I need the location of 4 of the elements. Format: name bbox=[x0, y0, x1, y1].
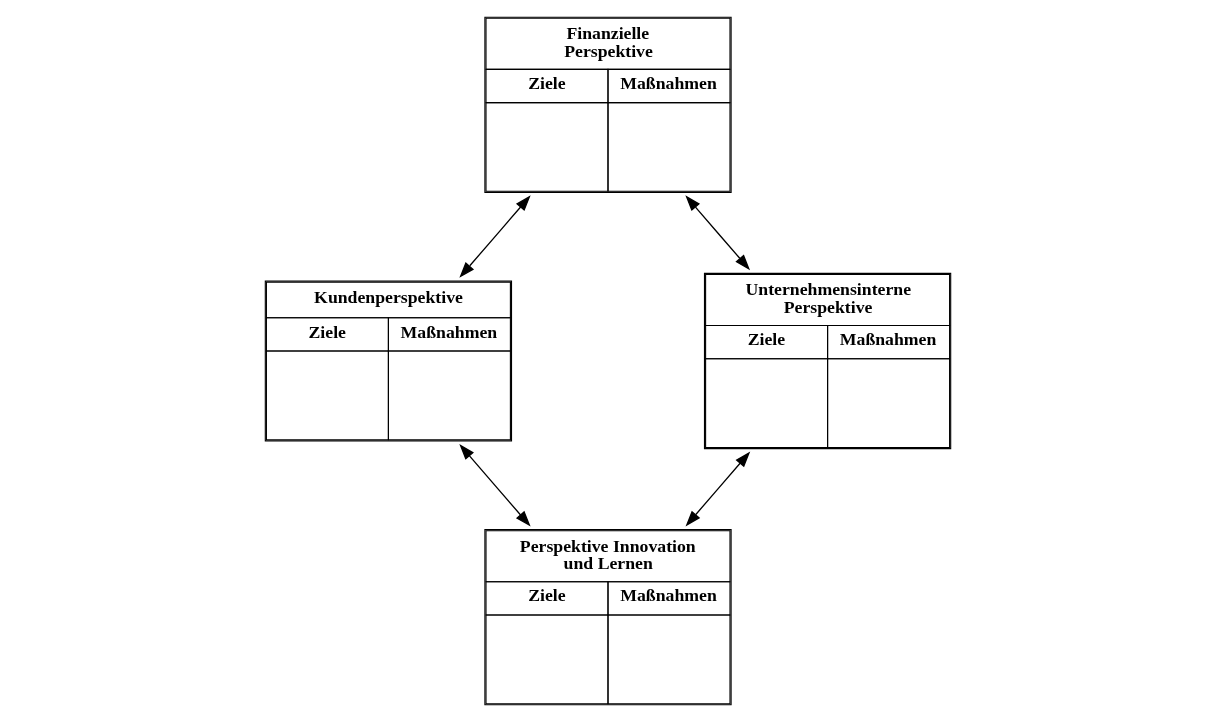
arrow bbox=[685, 451, 750, 527]
arrow bbox=[458, 444, 531, 527]
arrow bbox=[458, 195, 531, 278]
arrow bbox=[684, 195, 750, 271]
